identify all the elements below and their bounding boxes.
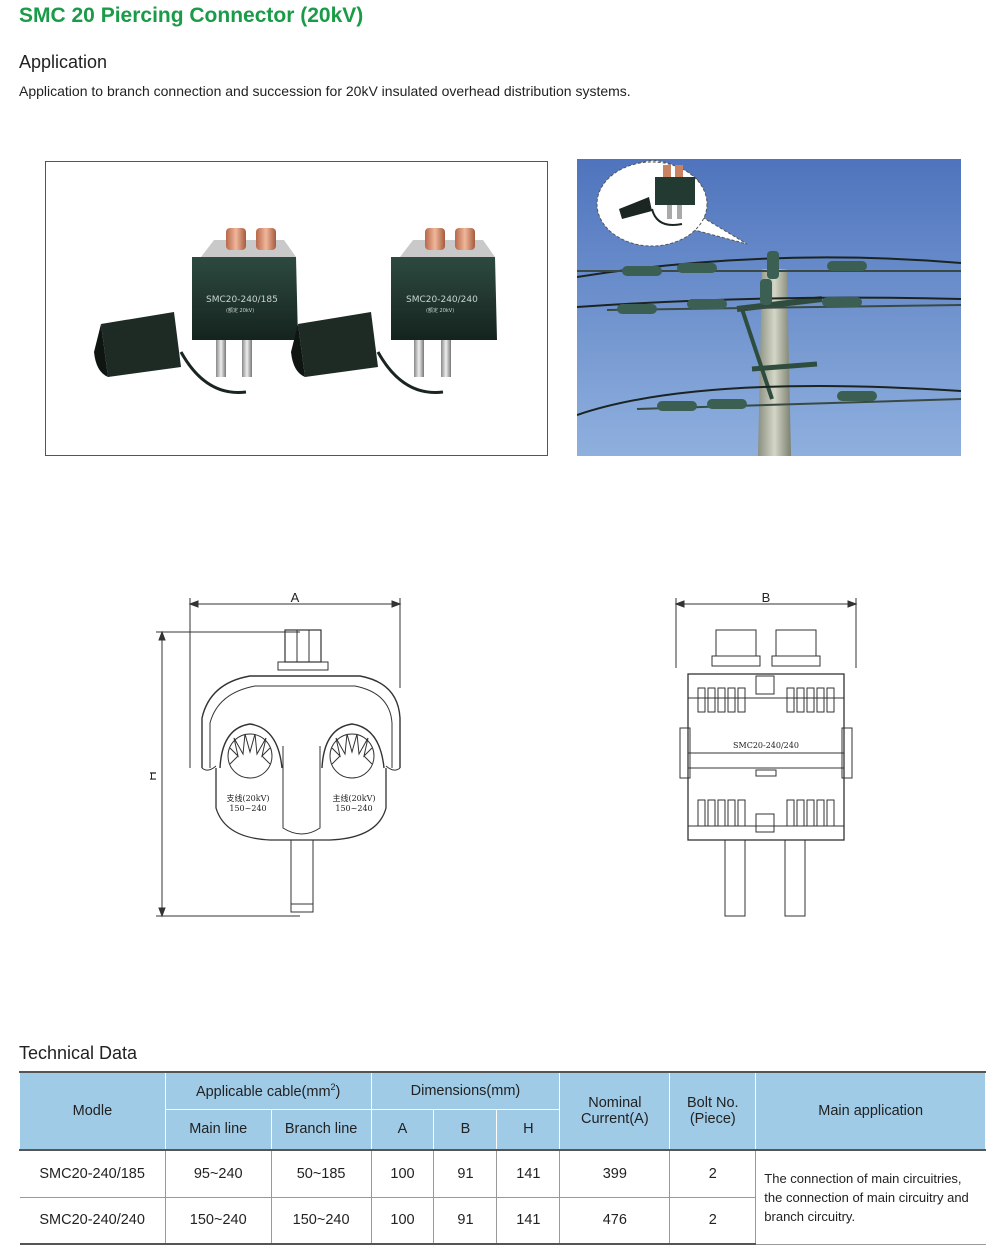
dim-b-label: B <box>762 590 771 605</box>
main-line-mark: 主线(20kV) <box>332 793 375 803</box>
technical-data-table: Modle Applicable cable(mm2) Dimensions(m… <box>19 1071 986 1245</box>
application-heading: Application <box>19 52 108 72</box>
cell-dim-a: 100 <box>371 1197 435 1245</box>
col-dimensions: Dimensions(mm) <box>370 1071 561 1110</box>
table-row: SMC20-240/185 95~240 50~185 100 91 141 3… <box>19 1150 986 1245</box>
cell-dim-b: 91 <box>433 1197 498 1245</box>
col-applicable-cable-close: ) <box>335 1083 341 1100</box>
application-text: Application to branch connection and suc… <box>19 83 631 99</box>
pole-scene-illustration <box>576 159 962 456</box>
photo-label-1: SMC20-240/185 <box>206 295 278 305</box>
cell-current: 399 <box>559 1150 671 1198</box>
col-applicable-cable-text: Applicable cable(mm <box>195 1083 331 1100</box>
cell-dim-h: 141 <box>496 1150 561 1198</box>
branch-line-mark: 支线(20kV) <box>226 793 269 803</box>
cell-dim-a: 100 <box>371 1150 435 1198</box>
side-view-drawing: B SMC20-240/240 <box>670 588 865 923</box>
cell-model: SMC20-240/185 <box>19 1150 166 1198</box>
col-main-line: Main line <box>164 1108 272 1151</box>
installation-photo <box>576 159 962 456</box>
cell-bolt: 2 <box>669 1150 757 1198</box>
cell-dim-b: 91 <box>433 1150 498 1198</box>
col-main-application: Main application <box>755 1071 986 1151</box>
col-dim-a: A <box>370 1108 435 1151</box>
cell-main-line: 95~240 <box>165 1150 272 1198</box>
side-view-svg: B SMC20-240/240 <box>674 590 858 917</box>
cell-model: SMC20-240/240 <box>19 1197 166 1245</box>
col-nominal-current: Nominal Current(A) <box>559 1071 671 1151</box>
col-branch-line: Branch line <box>270 1108 372 1151</box>
main-line-range: 150~240 <box>335 804 372 813</box>
cell-dim-h: 141 <box>496 1197 561 1245</box>
connector-photo-illustration: SMC20-240/185 (额定 20kV) SMC20-240/240 (额… <box>94 228 497 394</box>
connector-2: SMC20-240/240 (额定 20kV) <box>291 228 497 394</box>
photo-sublabel-2: (额定 20kV) <box>426 307 454 314</box>
dim-h-label: H <box>150 771 159 780</box>
cell-bolt: 2 <box>669 1197 757 1245</box>
page-title: SMC 20 Piercing Connector (20kV) <box>19 4 364 27</box>
table-row: SMC20-240/240 150~240 150~240 100 91 141… <box>19 1197 986 1245</box>
col-applicable-cable: Applicable cable(mm2) <box>164 1071 372 1110</box>
technical-data-heading: Technical Data <box>19 1043 138 1063</box>
cell-main-application: The connection of main circuitries, the … <box>755 1150 986 1245</box>
col-applicable-cable-sup: 2 <box>330 1081 336 1092</box>
cell-main-line: 150~240 <box>165 1197 272 1245</box>
side-model-mark: SMC20-240/240 <box>733 741 799 750</box>
col-dim-b: B <box>433 1108 498 1151</box>
connector-1: SMC20-240/185 (额定 20kV) <box>94 228 298 394</box>
dim-a-label: A <box>291 590 300 605</box>
photo-sublabel-1: (额定 20kV) <box>226 307 254 314</box>
col-bolt-no: Bolt No. (Piece) <box>669 1071 757 1151</box>
col-dim-h: H <box>496 1108 561 1151</box>
product-photo: SMC20-240/185 (额定 20kV) SMC20-240/240 (额… <box>45 161 548 456</box>
front-view-svg: A H 支线(20kV) 150~240 主线(20kV) 150~240 <box>144 590 402 918</box>
cell-current: 476 <box>559 1197 671 1245</box>
cell-branch-line: 150~240 <box>271 1197 372 1245</box>
col-model: Modle <box>19 1071 166 1151</box>
cell-branch-line: 50~185 <box>271 1150 372 1198</box>
branch-line-range: 150~240 <box>229 804 266 813</box>
photo-label-2: SMC20-240/240 <box>406 295 478 305</box>
front-view-drawing: A H 支线(20kV) 150~240 主线(20kV) 150~240 <box>144 588 410 923</box>
